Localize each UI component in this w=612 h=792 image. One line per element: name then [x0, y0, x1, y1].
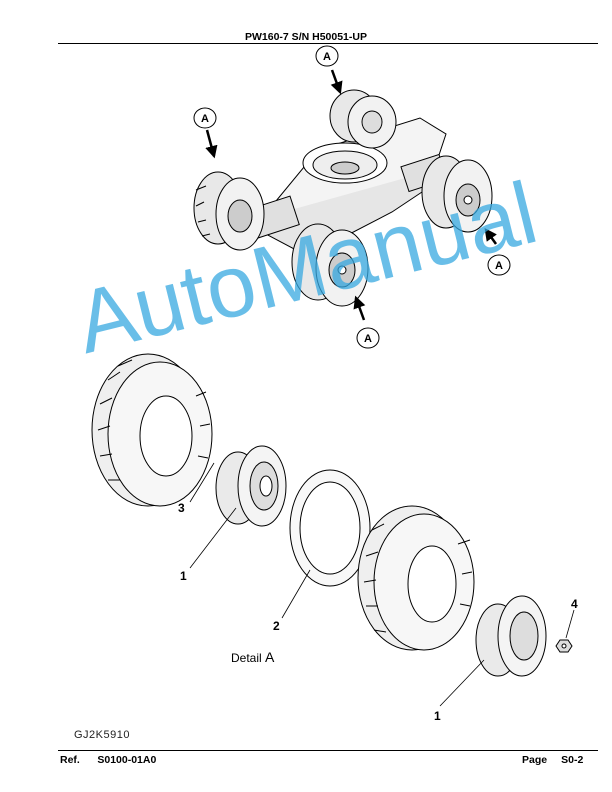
wheel-nut — [555, 639, 573, 653]
callout-a-top: A — [323, 51, 331, 63]
footer-ref-code: S0100-01A0 — [97, 754, 157, 766]
detail-label-text: Detail — [231, 651, 262, 665]
part-number-2: 2 — [273, 619, 280, 633]
tire-pair-front — [291, 223, 369, 307]
footer-reference: Ref. S0100-01A0 — [60, 754, 156, 766]
view-arrows — [205, 69, 498, 321]
tire-pair-right — [421, 155, 493, 233]
callout-a-right: A — [495, 260, 503, 272]
tire-pair-left — [193, 171, 265, 251]
detail-label: Detail A — [231, 649, 274, 665]
spacer-ring — [289, 469, 371, 587]
rim-upper — [215, 445, 287, 527]
leader-lines — [189, 462, 575, 707]
footer-ref-label: Ref. — [60, 754, 80, 766]
footer-page: Page S0-2 — [522, 754, 583, 766]
view-callouts — [193, 45, 511, 349]
page-header-title: PW160-7 S/N H50051-UP — [245, 31, 367, 43]
detail-label-letter: A — [265, 649, 275, 665]
tire-pair-rear-top — [329, 89, 397, 149]
footer-page-label: Page — [522, 754, 548, 766]
callout-a-left: A — [201, 113, 209, 125]
header-rule — [58, 43, 598, 44]
figure-id: GJ2K5910 — [74, 729, 130, 741]
part-number-1-lower: 1 — [434, 709, 441, 723]
part-number-3: 3 — [178, 501, 185, 515]
part-number-4: 4 — [571, 597, 578, 611]
undercarriage-drawing — [193, 89, 493, 307]
footer-page-number: S0-2 — [561, 754, 584, 766]
tire-outer — [357, 505, 475, 651]
part-number-1-upper: 1 — [180, 569, 187, 583]
callout-a-bottom: A — [364, 333, 372, 345]
rim-lower — [475, 595, 547, 677]
detail-a-drawing — [91, 353, 573, 677]
tire-inner — [91, 353, 213, 507]
footer-rule — [58, 750, 598, 751]
